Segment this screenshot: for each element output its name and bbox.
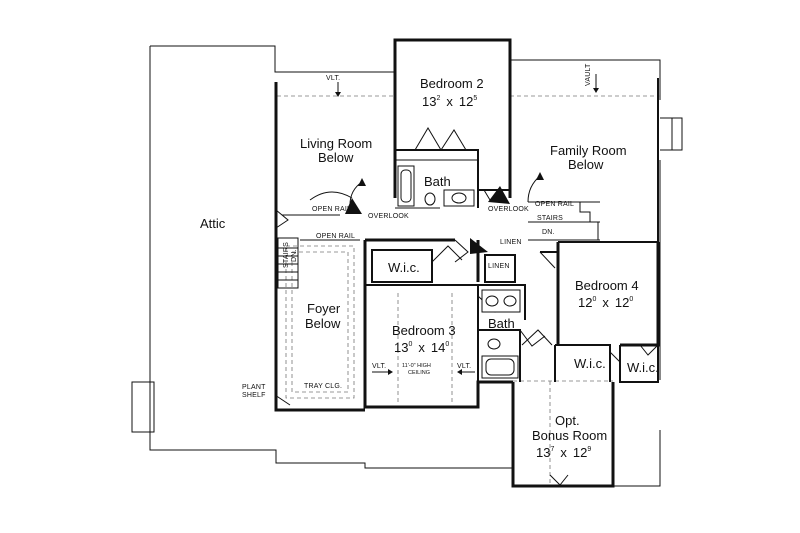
bedroom4-name: Bedroom 4 xyxy=(575,278,639,293)
overlook-arrows xyxy=(349,172,544,206)
bonus-room-line1: Opt. xyxy=(555,413,580,428)
linen1-label: LINEN xyxy=(500,239,522,246)
family-room-line1: Family Room xyxy=(550,143,627,158)
dn-right-label: DN. xyxy=(542,229,555,236)
dn-left-label: DN. xyxy=(291,249,298,262)
bath-mid-label: Bath xyxy=(488,316,515,331)
fixtures xyxy=(300,39,659,487)
stairs-right-label: STAIRS xyxy=(537,215,563,222)
foyer-line1: Foyer xyxy=(307,301,341,316)
open-rail-foyer-label: OPEN RAIL xyxy=(316,233,355,240)
bedroom2-name: Bedroom 2 xyxy=(420,76,484,91)
overlook-left-label: OVERLOOK xyxy=(368,213,409,220)
interior-walls xyxy=(277,149,659,383)
overlook-right-label: OVERLOOK xyxy=(488,206,529,213)
ceiling-line1-label: 11'-0" HIGH xyxy=(402,363,431,369)
plant-shelf-line2-label: SHELF xyxy=(242,392,266,399)
vlt-top-label: VLT. xyxy=(326,75,340,82)
tray-ceiling-label: TRAY CLG. xyxy=(304,383,342,390)
ceiling-line2-label: CEILING xyxy=(408,370,430,376)
plant-shelf-line1-label: PLANT xyxy=(242,384,266,391)
wic-bedroom3-label: W.i.c. xyxy=(388,260,420,275)
bonus-room-line2: Bonus Room xyxy=(532,428,607,443)
attic-label: Attic xyxy=(200,216,226,231)
living-room-line1: Living Room xyxy=(300,136,372,151)
wic-bedroom4a-label: W.i.c. xyxy=(574,356,606,371)
stairs-left-label: STAIRS xyxy=(283,242,290,268)
attic-outline xyxy=(131,45,683,487)
open-rail-right-label: OPEN RAIL xyxy=(535,201,574,208)
foyer-line2: Below xyxy=(305,316,341,331)
bedroom3-name: Bedroom 3 xyxy=(392,323,456,338)
open-rail-left-label: OPEN RAIL xyxy=(312,206,351,213)
vault-arrows xyxy=(274,74,599,406)
living-room-line2: Below xyxy=(318,150,354,165)
vlt-b3-right-label: VLT. xyxy=(457,363,471,370)
bath-top-label: Bath xyxy=(424,174,451,189)
vault-lines xyxy=(277,95,660,486)
wic-bedroom4b-label: W.i.c. xyxy=(627,360,659,375)
family-room-line2: Below xyxy=(568,157,604,172)
vault-label: VAULT xyxy=(585,63,592,86)
linen2-label: LINEN xyxy=(488,263,510,270)
vlt-b3-left-label: VLT. xyxy=(372,363,386,370)
